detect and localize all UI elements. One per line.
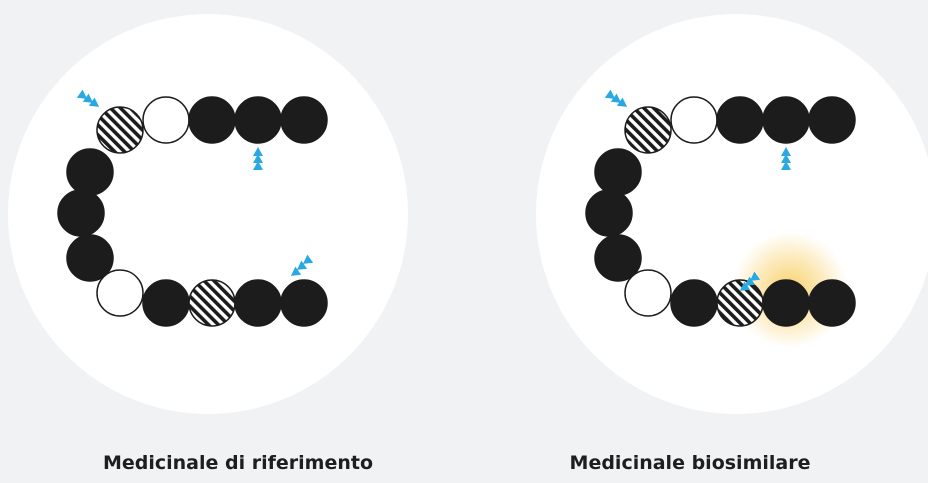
arrow-chevron-icon [302,254,314,264]
solid-bead [808,96,856,144]
solid-bead [594,234,642,282]
solid-bead [234,279,282,327]
solid-bead [280,96,328,144]
bead-chain [57,96,328,327]
top-middle-arrow-icon [253,147,263,170]
solid-bead [716,96,764,144]
open-bead [670,96,718,144]
arrow-chevron-icon [739,281,751,291]
reference-molecule-diagram [8,14,408,414]
arrow-chevron-icon [253,147,263,156]
hatched-bead [96,106,144,154]
solid-bead [762,96,810,144]
arrow-chevron-icon [76,89,88,99]
hatched-bead [624,106,672,154]
arrow-chevron-icon [604,89,616,99]
biosimilar-molecule-diagram [536,14,928,414]
bottom-right-arrow-icon [739,271,761,291]
arrow-chevron-icon [296,260,308,270]
arrow-chevron-icon [781,161,791,170]
solid-bead [585,189,633,237]
arrow-chevron-icon [253,161,263,170]
arrow-chevron-icon [610,93,622,103]
solid-bead [594,148,642,196]
arrow-chevron-icon [781,147,791,156]
arrow-chevron-icon [88,97,100,107]
arrow-chevron-icon [749,271,761,281]
open-bead [96,269,144,317]
solid-bead [234,96,282,144]
solid-bead [670,279,718,327]
hatched-bead [188,279,236,327]
open-bead [624,269,672,317]
solid-bead [66,234,114,282]
solid-bead [808,279,856,327]
arrow-chevron-icon [253,154,263,163]
solid-bead [142,279,190,327]
arrow-chevron-icon [82,93,94,103]
solid-bead [762,279,810,327]
arrow-chevron-icon [616,97,628,107]
hatched-bead [716,279,764,327]
biosimilar-panel: Medicinale biosimilare [464,0,928,483]
bottom-right-arrow-icon [290,254,314,276]
open-bead [142,96,190,144]
top-middle-arrow-icon [781,147,791,170]
arrow-chevron-icon [781,154,791,163]
solid-bead [188,96,236,144]
solid-bead [57,189,105,237]
top-left-arrow-icon [76,89,100,107]
solid-bead [66,148,114,196]
arrow-chevron-icon [744,276,756,286]
top-left-arrow-icon [604,89,628,107]
reference-caption: Medicinale di riferimento [102,452,374,474]
reference-panel: Medicinale di riferimento [8,14,408,474]
biosimilar-caption: Medicinale biosimilare [569,452,811,474]
bead-chain [585,96,856,327]
arrow-chevron-icon [290,266,302,276]
solid-bead [280,279,328,327]
